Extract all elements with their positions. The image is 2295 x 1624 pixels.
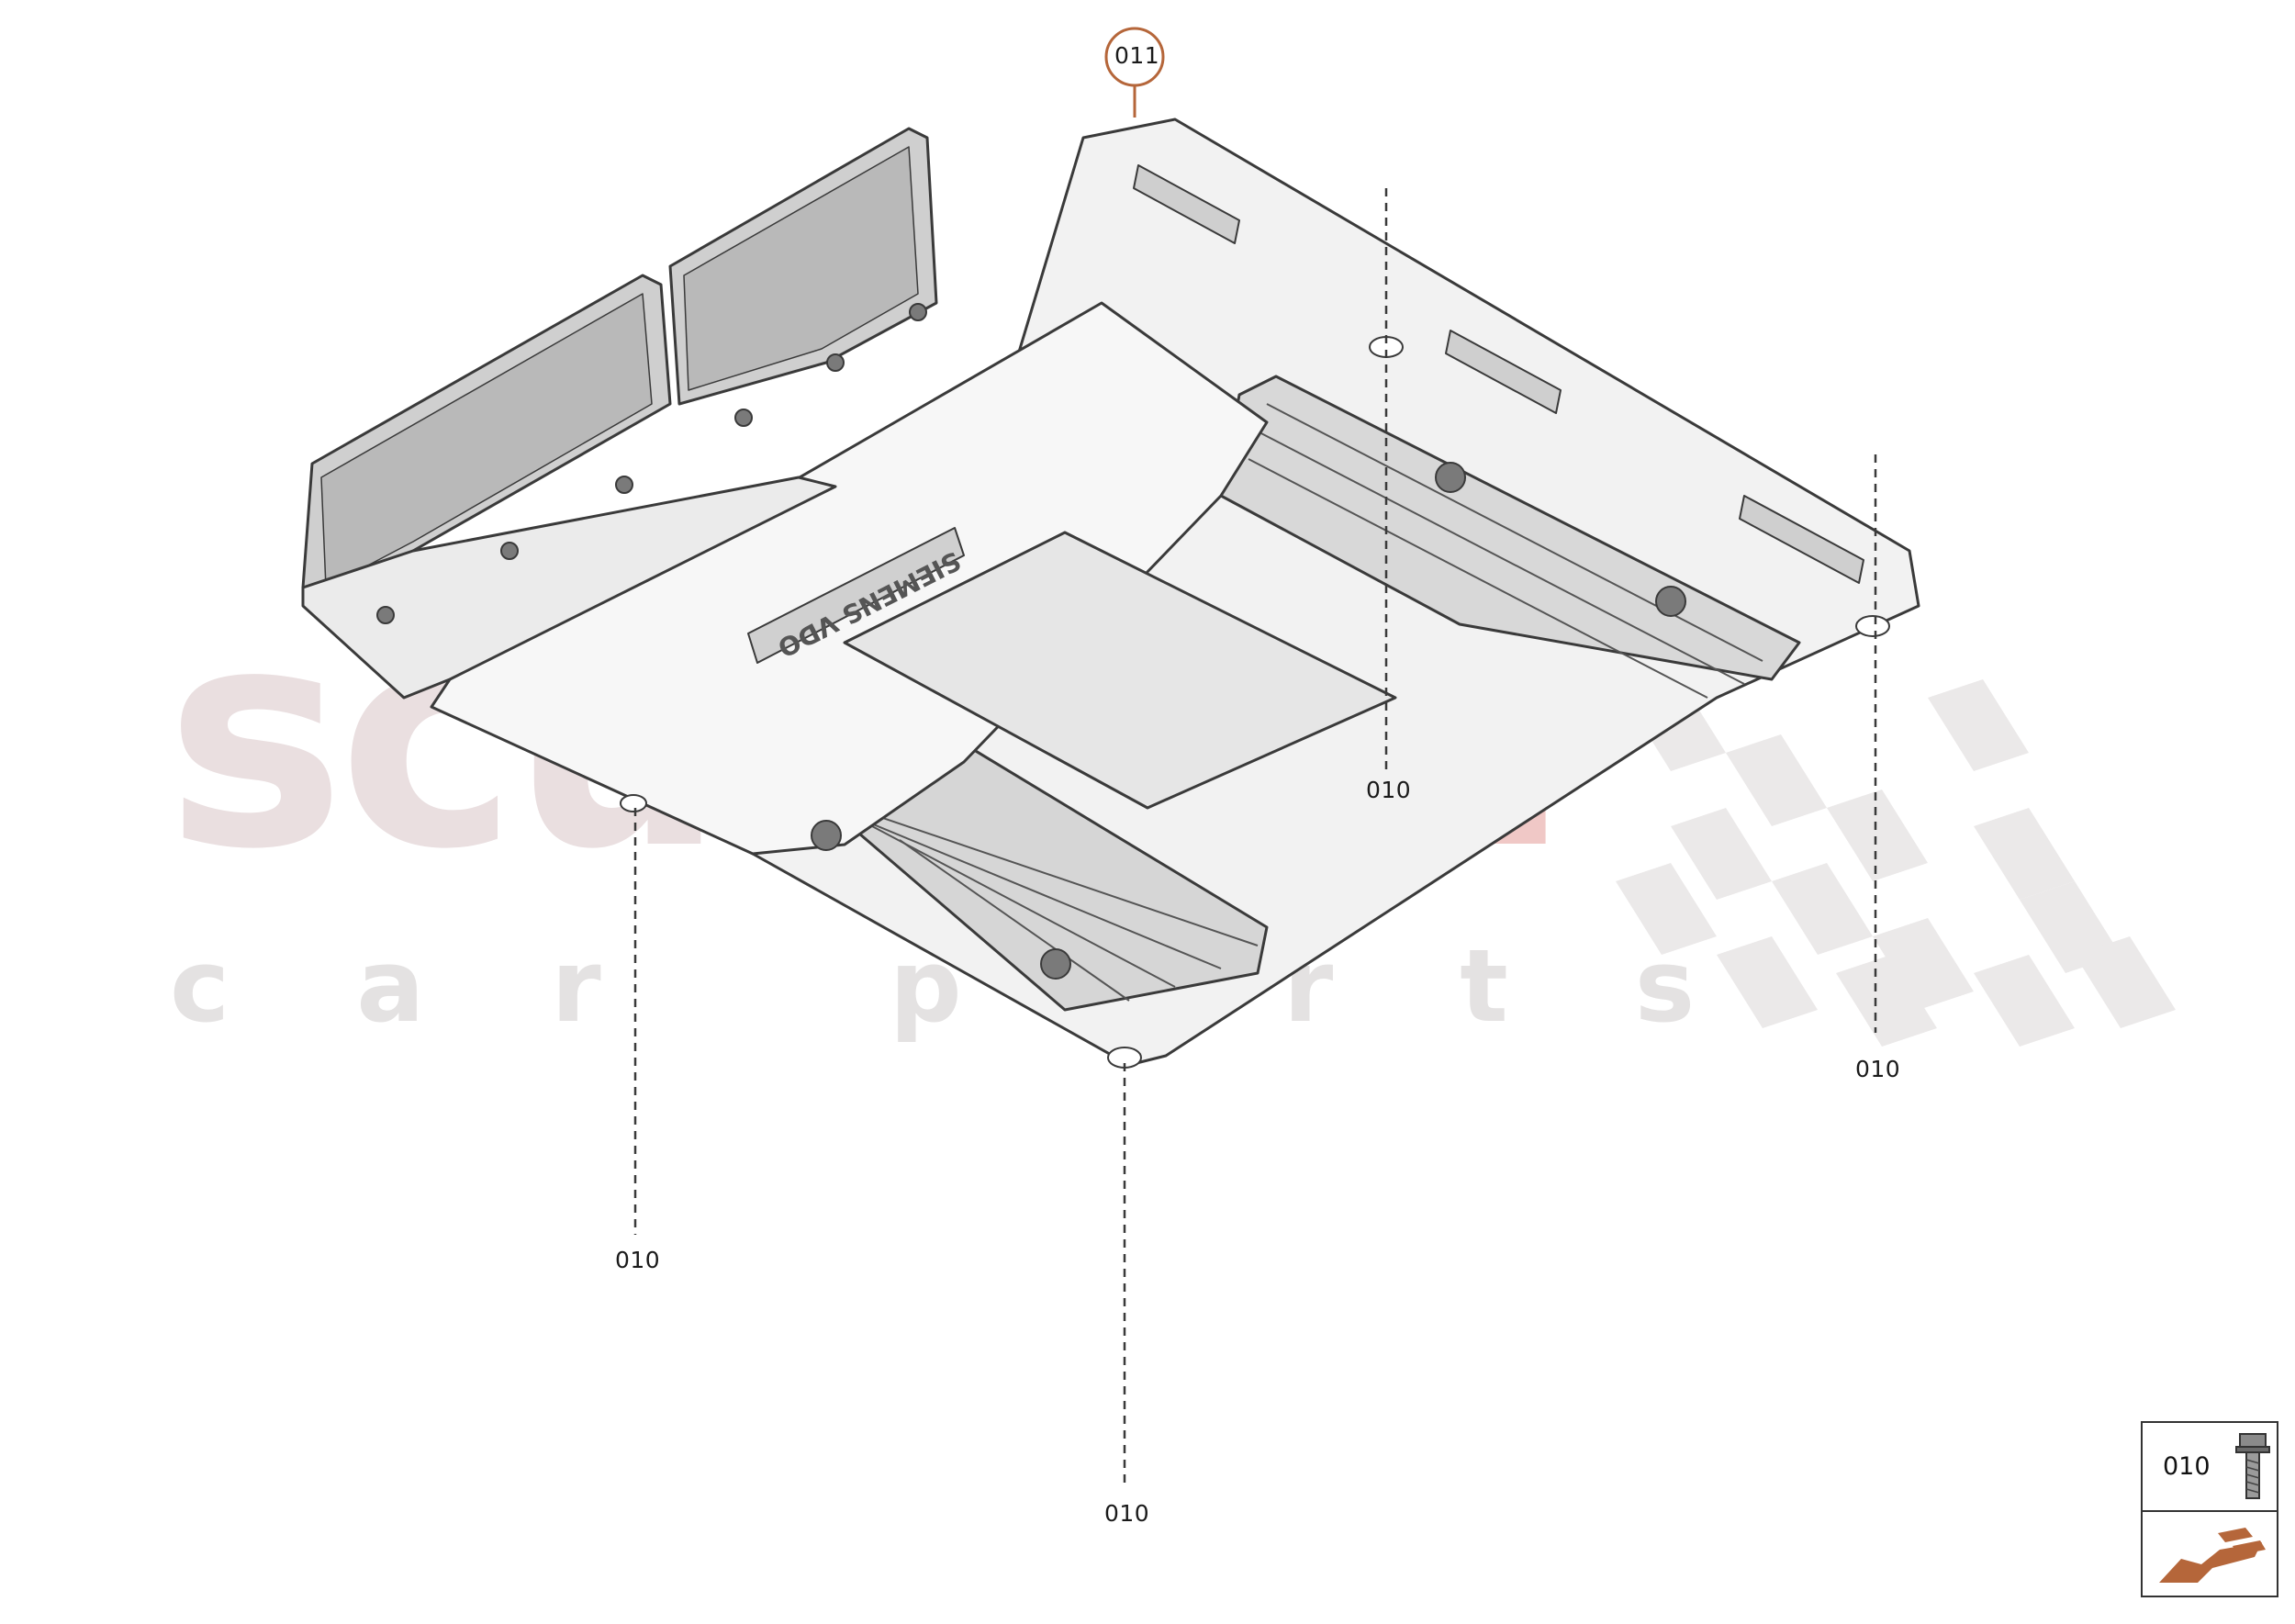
cover-window — [843, 531, 1397, 810]
callout-011-ring — [1104, 27, 1165, 87]
callout-left[interactable]: 010 — [615, 1247, 661, 1273]
direction-arrow-icon[interactable] — [2154, 1522, 2268, 1591]
cover-plate — [430, 301, 1269, 856]
legend-row-010[interactable]: 010 — [2143, 1423, 2277, 1512]
connector-front-wall — [301, 476, 837, 700]
checkered-flag-watermark — [1616, 679, 2176, 1047]
label-plate — [747, 527, 965, 664]
callout-center[interactable]: 010 — [1366, 777, 1412, 803]
callout-top[interactable]: 011 — [1114, 42, 1160, 69]
callout-right[interactable]: 010 — [1855, 1056, 1901, 1082]
leader-lines — [633, 86, 1877, 1489]
callout-bottom[interactable]: 010 — [1104, 1500, 1150, 1527]
parts-legend: 010 — [2141, 1421, 2278, 1597]
legend-part-number: 010 — [2163, 1452, 2211, 1481]
ecu-housing — [301, 118, 1920, 1069]
bolt-icon — [2235, 1433, 2270, 1499]
